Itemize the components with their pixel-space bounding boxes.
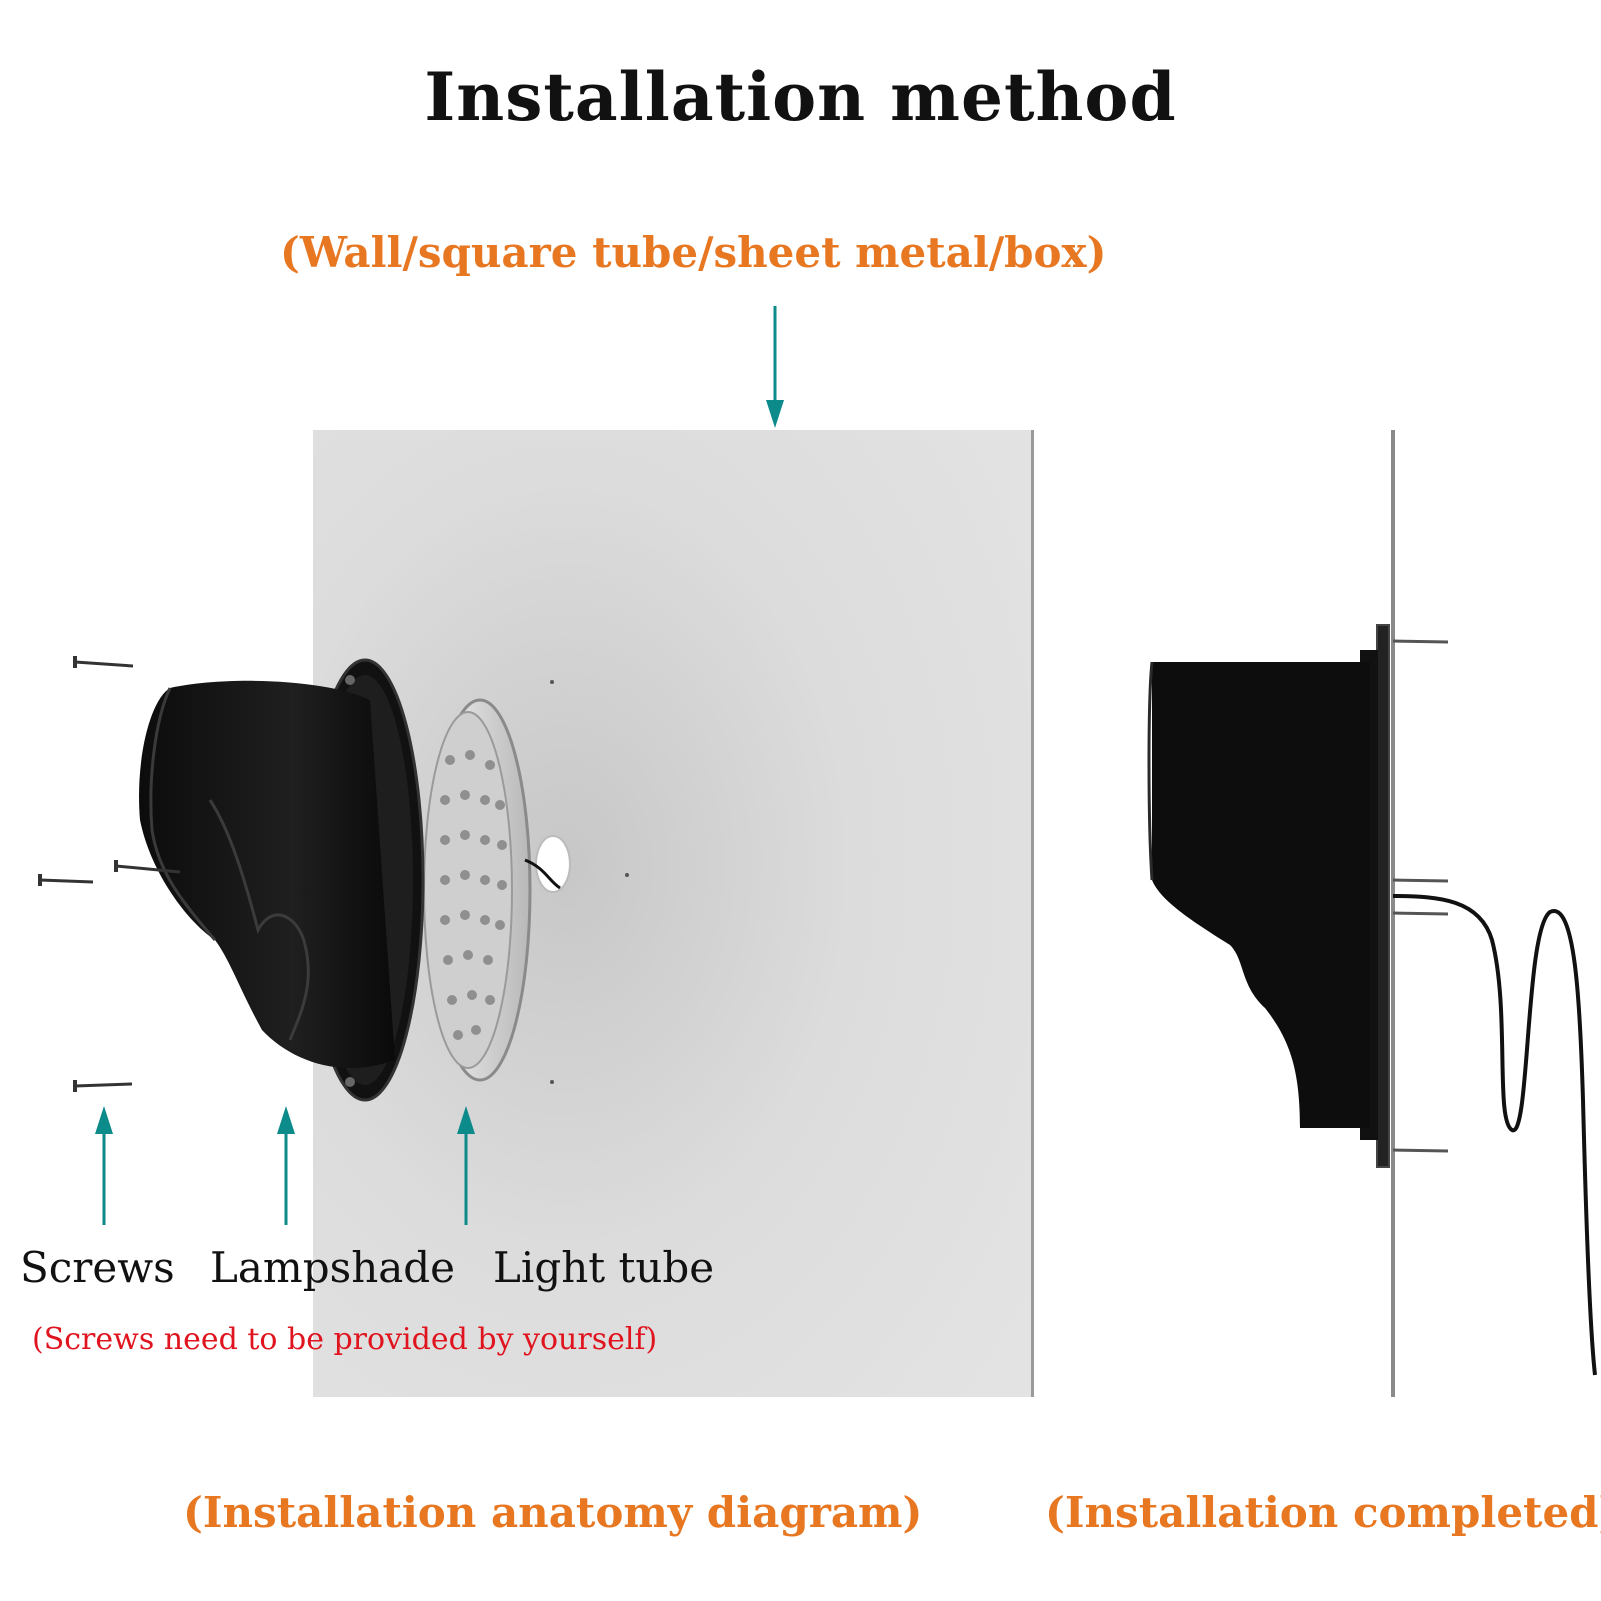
screws-arrow xyxy=(95,1106,113,1225)
screw xyxy=(38,874,94,886)
lampshade xyxy=(139,658,425,1102)
wall-panel-edge xyxy=(1031,430,1034,1397)
mount-hole xyxy=(550,680,554,684)
screw xyxy=(114,860,181,874)
light-tube-arrow xyxy=(457,1106,475,1225)
anatomy-caption: (Installation anatomy diagram) xyxy=(183,1488,923,1537)
lampshade-arrow xyxy=(277,1106,295,1225)
screw xyxy=(73,1080,133,1092)
wall-arrow xyxy=(766,306,784,428)
light-tube xyxy=(423,698,561,1082)
installed-screw xyxy=(1392,878,1449,883)
screws-note: (Screws need to be provided by yourself) xyxy=(32,1322,658,1357)
installed-screw xyxy=(1392,639,1449,644)
installed-screw xyxy=(1392,911,1449,916)
mount-hole xyxy=(550,1080,554,1084)
power-cable xyxy=(1392,894,1597,1376)
screw xyxy=(73,656,134,668)
page-title: Installation method xyxy=(424,58,1177,136)
installed-lamp xyxy=(1147,624,1390,1168)
lampshade-label: Lampshade xyxy=(210,1243,456,1292)
screws-label: Screws xyxy=(20,1243,175,1292)
mount-hole xyxy=(625,873,629,877)
light-tube-label: Light tube xyxy=(493,1243,715,1292)
completed-caption: (Installation completed) xyxy=(1045,1488,1601,1537)
installed-screw xyxy=(1392,1148,1449,1153)
wall-label: (Wall/square tube/sheet metal/box) xyxy=(280,228,1107,277)
